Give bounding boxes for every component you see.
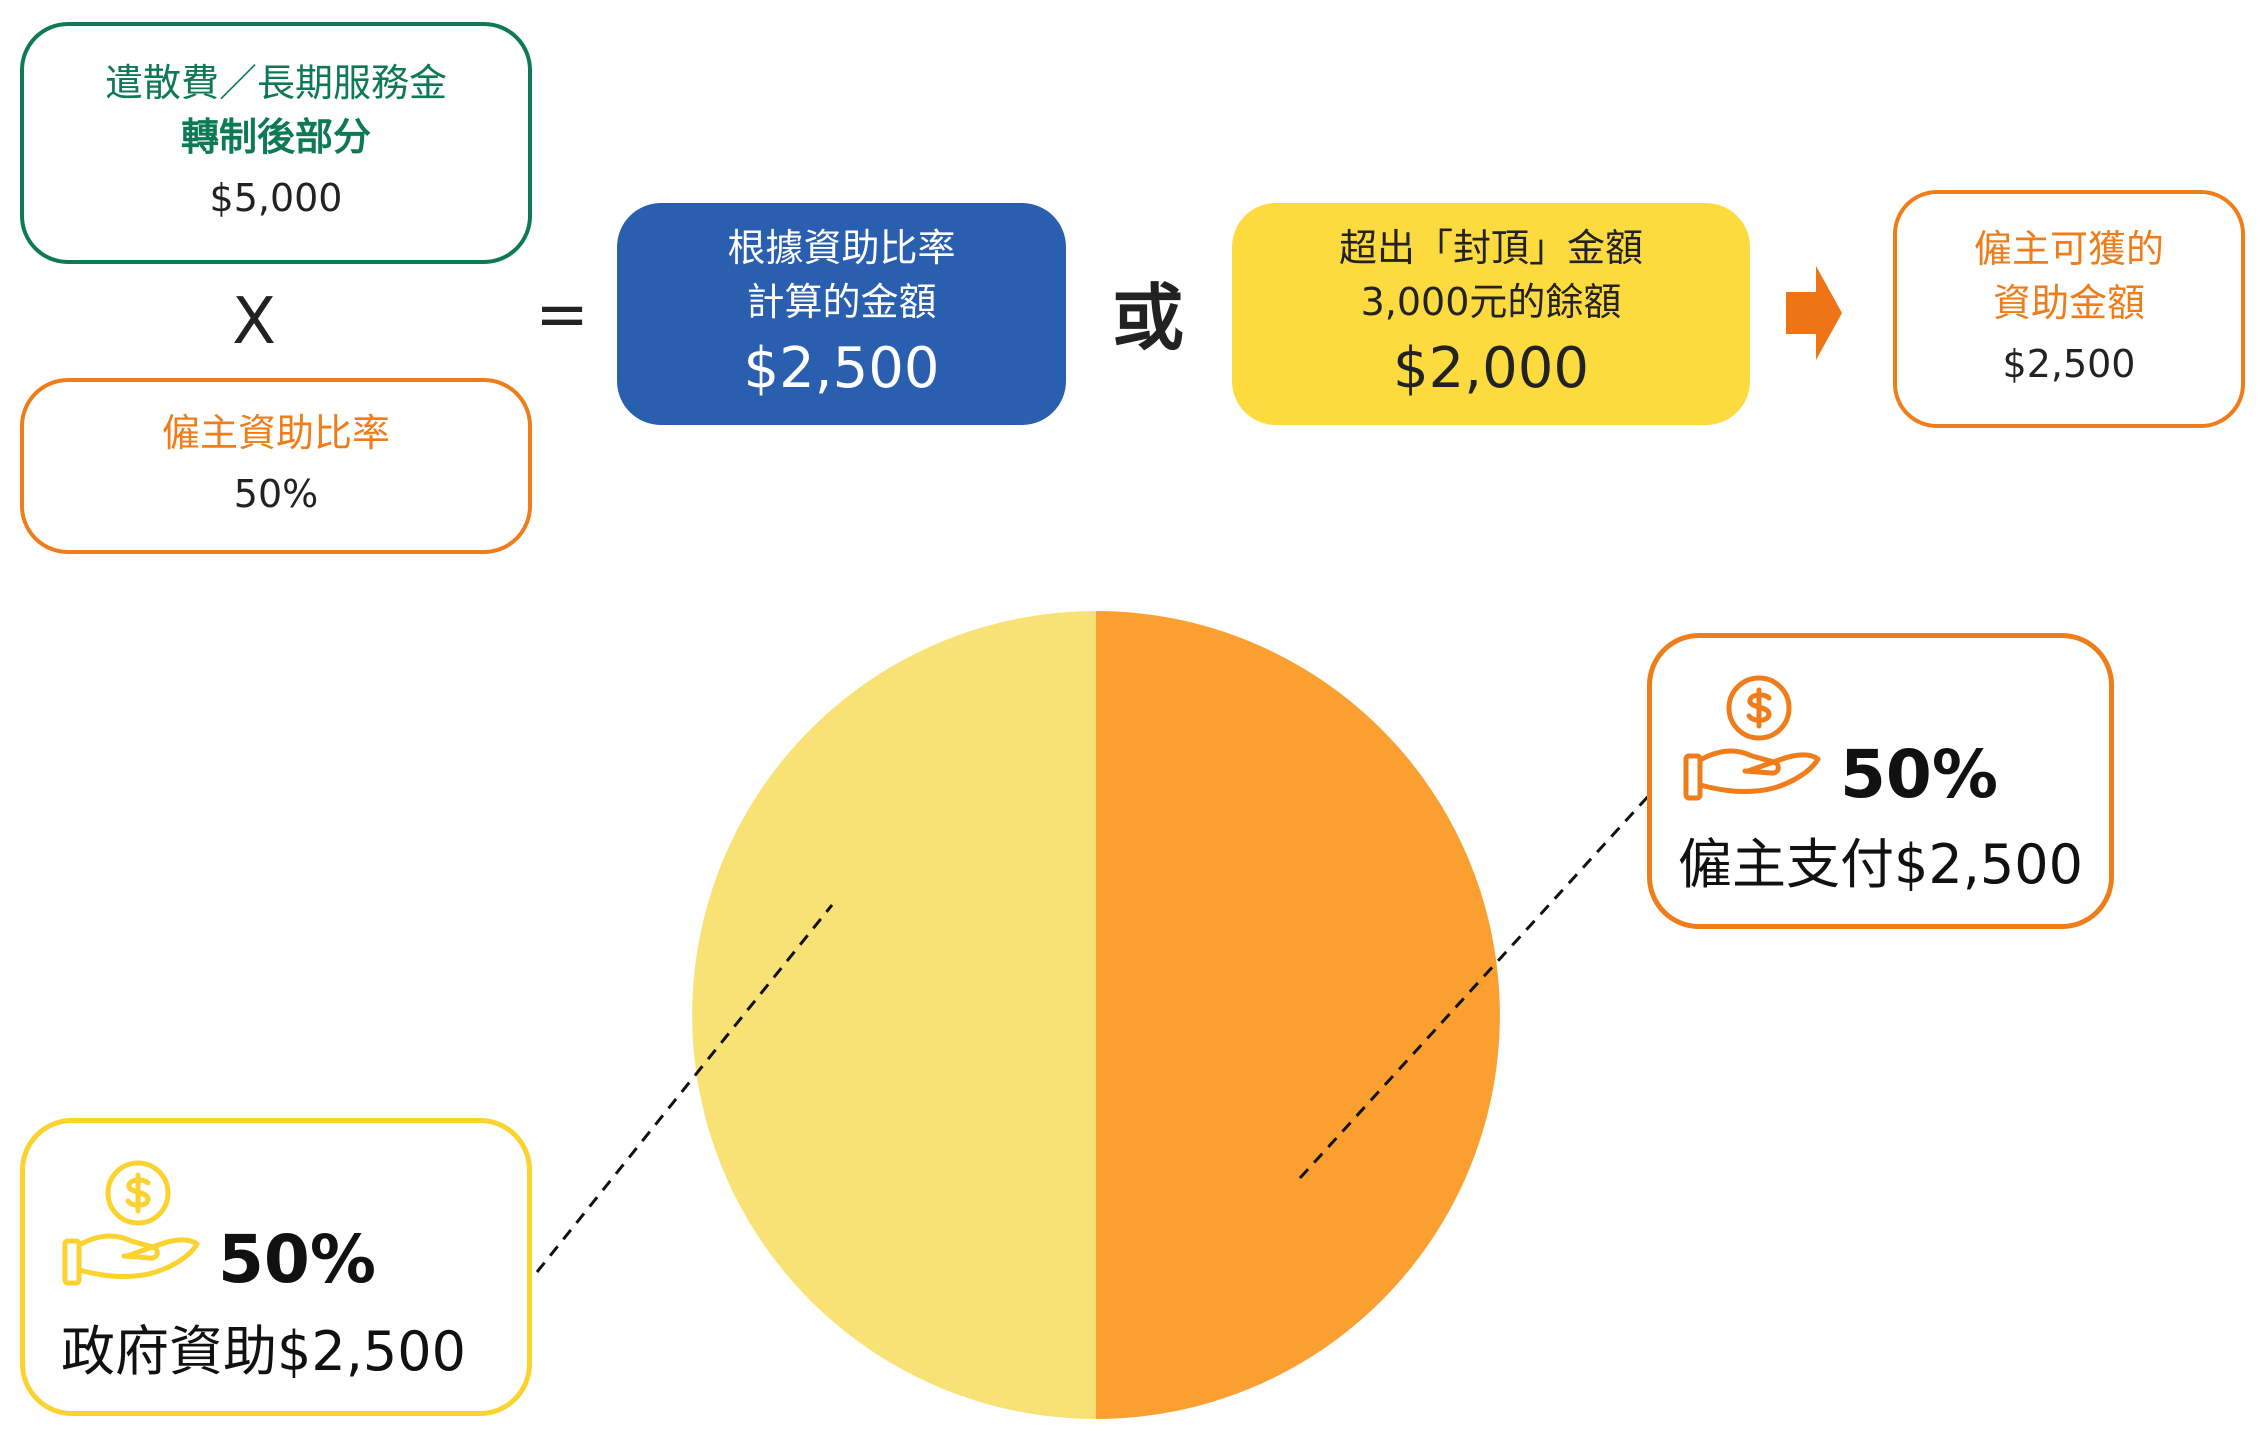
calculated-label-2: 計算的金額 (746, 279, 937, 324)
government-percentage: 50% (218, 1221, 376, 1298)
cap-excess-amount: $2,000 (1393, 335, 1589, 401)
result-label-1: 僱主可獲的 (1973, 227, 2164, 272)
employer-pays-label: 僱主支付$2,500 (1678, 833, 2083, 896)
government-subsidy-callout: 50% 政府資助$2,500 (20, 1118, 532, 1416)
employer-percentage: 50% (1840, 736, 1998, 813)
leader-line-employer (1298, 790, 1654, 1180)
calculated-label-1: 根據資助比率 (727, 226, 956, 271)
cap-excess-label-2: 3,000元的餘額 (1360, 279, 1622, 324)
cap-excess-label-1: 超出「封頂」金額 (1338, 226, 1643, 271)
subsidy-rate-value: 50% (233, 472, 319, 517)
calculated-amount-box: 根據資助比率 計算的金額 $2,500 (617, 203, 1066, 425)
cap-excess-box: 超出「封頂」金額 3,000元的餘額 $2,000 (1232, 203, 1750, 425)
severance-box: 遣散費／長期服務金 轉制後部分 $5,000 (20, 22, 532, 264)
subsidy-rate-label: 僱主資助比率 (161, 411, 390, 455)
equals-operator: = (535, 278, 589, 352)
employer-pays-callout: 50% 僱主支付$2,500 (1647, 633, 2114, 929)
pie-slice-employer (1096, 611, 1500, 1419)
pie-slice-government (692, 611, 1096, 1419)
or-label: 或 (1111, 276, 1185, 360)
employer-subsidy-result-box: 僱主可獲的 資助金額 $2,500 (1893, 190, 2245, 428)
calculated-amount: $2,500 (743, 335, 940, 401)
severance-label-1: 遣散費／長期服務金 (104, 61, 447, 106)
times-operator: X (232, 285, 276, 359)
subsidy-rate-box: 僱主資助比率 50% (20, 378, 532, 554)
result-label-2: 資助金額 (1992, 280, 2145, 325)
coin-in-hand-icon (1683, 675, 1821, 801)
severance-label-2: 轉制後部分 (180, 114, 371, 159)
leader-line-government (535, 904, 834, 1273)
severance-amount: $5,000 (209, 175, 343, 220)
result-amount: $2,500 (2002, 341, 2136, 386)
government-subsidy-label: 政府資助$2,500 (61, 1320, 466, 1383)
coin-in-hand-icon (62, 1160, 200, 1286)
arrow-right-icon (1786, 266, 1842, 360)
